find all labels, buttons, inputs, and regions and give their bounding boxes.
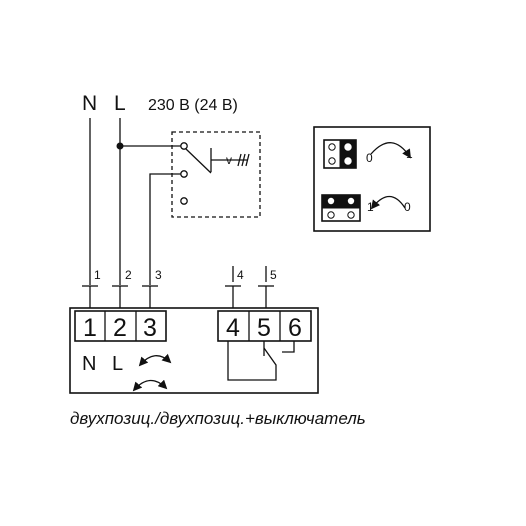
terminal-3: 3 [143, 314, 157, 342]
switch-contact-bottom [180, 197, 188, 205]
switch-hatch-1 [237, 153, 242, 167]
terminal-block-left [74, 310, 167, 342]
switch-hatch-3 [245, 153, 250, 167]
cable-ends [82, 285, 274, 308]
wire-number-1: 1 [94, 268, 101, 282]
switch-contact-middle [180, 170, 188, 178]
top-switch-from-label: 0 [366, 151, 373, 165]
top-switch-to-label: 1 [406, 147, 413, 161]
switch-lever [185, 148, 212, 174]
terminal-1: 1 [83, 314, 97, 342]
wire-number-4: 4 [237, 268, 244, 282]
top-rotation-arrow [370, 142, 412, 159]
actuator-neutral-label: N [82, 353, 96, 375]
aux-switch-contact-6 [282, 341, 295, 353]
terminal-2: 2 [113, 314, 127, 342]
rotation-arrow-top [138, 353, 172, 367]
bottom-rotation-arrow [370, 195, 406, 210]
wire-number-3: 3 [155, 268, 162, 282]
supply-line-label: L [114, 92, 126, 115]
diagram-caption: двухпозиц./двухпозиц.+выключатель [70, 409, 366, 428]
terminal-4: 4 [226, 314, 240, 342]
switch-contact-top [180, 142, 188, 150]
wire-number-2: 2 [125, 268, 132, 282]
supply-voltage-label: 230 В (24 В) [148, 97, 238, 114]
external-switch-box [171, 131, 261, 218]
wire-number-5: 5 [270, 268, 277, 282]
supply-neutral-label: N [82, 92, 97, 115]
switch-v-mark: v [226, 153, 232, 167]
bottom-switch-from-label: 1 [367, 200, 374, 214]
switch-hatch-2 [241, 153, 246, 167]
bottom-switch-to-label: 0 [404, 200, 411, 214]
aux-switch-common [227, 341, 277, 381]
control-wire [149, 173, 181, 285]
terminal-6: 6 [288, 314, 302, 342]
rotation-arrow-bottom [132, 379, 168, 392]
terminal-5: 5 [257, 314, 271, 342]
actuator-line-label: L [112, 353, 123, 375]
